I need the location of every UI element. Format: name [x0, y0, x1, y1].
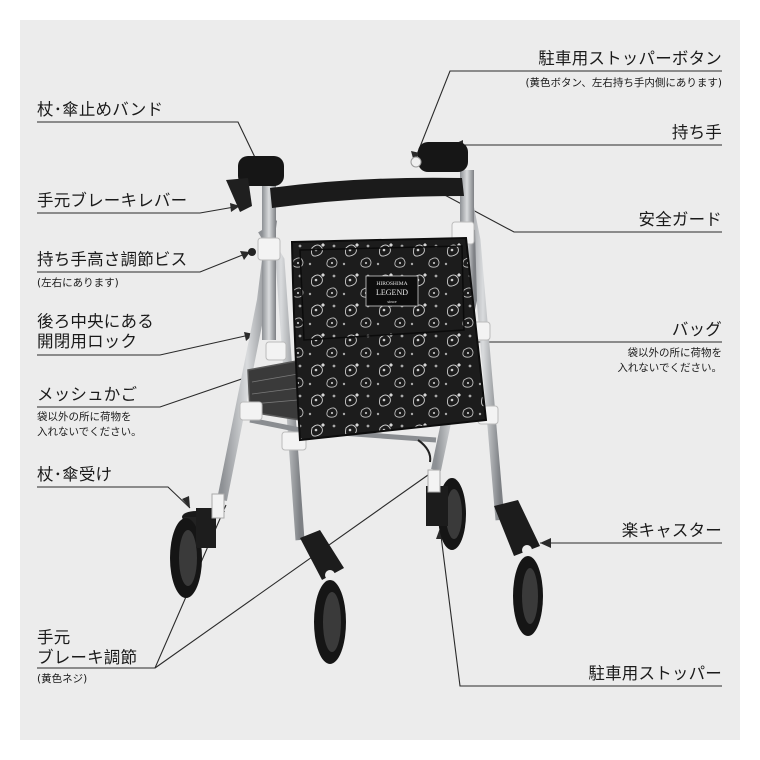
leader-brake-adj-2	[154, 474, 429, 669]
safety-guard-bar	[270, 177, 464, 208]
joint-left-mid	[265, 341, 287, 361]
label-height-screw-note: (左右にあります)	[37, 277, 119, 289]
arrow-height-screw	[240, 251, 250, 260]
leader-brake-lever	[37, 205, 241, 214]
bag-strap	[417, 439, 432, 463]
leader-parking-button	[413, 70, 722, 163]
label-guard: 安全ガード	[638, 210, 722, 229]
bag-logo-line2: LEGEND	[376, 288, 408, 297]
label-bag-note1: 袋以外の所に荷物を	[627, 347, 723, 359]
label-lock-line1: 後ろ中央にある	[37, 312, 154, 331]
joint-left-low	[239, 401, 263, 421]
label-cane-holder: 杖･傘受け	[37, 465, 113, 484]
leader-height-screw	[37, 251, 251, 273]
leader-mesh	[37, 371, 263, 408]
rear-right-wheel	[494, 500, 543, 636]
label-band: 杖･傘止めバンド	[37, 100, 164, 119]
label-handle: 持ち手	[671, 123, 722, 142]
label-brake-adj-note: (黄色ネジ)	[37, 673, 88, 685]
bag-logo-line1: HIROSHIMA	[376, 281, 407, 287]
label-parking-stopper: 駐車用ストッパー	[588, 664, 722, 683]
label-lock-line2: 開閉用ロック	[37, 332, 138, 351]
bag-logo-line3: since	[387, 299, 396, 304]
label-parking-button-note: (黄色ボタン、左右持ち手内側にあります)	[525, 77, 722, 89]
label-brake-lever: 手元ブレーキレバー	[37, 191, 188, 210]
parking-button	[410, 156, 422, 168]
label-bag: バッグ	[671, 320, 722, 339]
wheels	[170, 469, 543, 664]
handle-assembly	[226, 142, 468, 256]
height-screw	[248, 248, 256, 256]
label-parking-button: 駐車用ストッパーボタン	[538, 49, 722, 68]
rear-left-wheel	[300, 530, 346, 664]
label-mesh-note1: 袋以外の所に荷物を	[37, 411, 132, 423]
label-mesh-note2: 入れないでください。	[37, 426, 142, 438]
leader-cane-holder	[37, 486, 191, 509]
bag: HIROSHIMA LEGEND since	[290, 236, 488, 463]
leader-guard	[425, 184, 722, 233]
label-mesh: メッシュかご	[37, 385, 138, 404]
arrow-cane	[182, 496, 190, 508]
label-caster: 楽キャスター	[621, 521, 722, 540]
bag-logo-tag	[365, 275, 419, 307]
leader-band	[37, 121, 263, 173]
joint-left-top	[257, 237, 281, 261]
brake-lever	[226, 178, 252, 212]
front-right-wheel	[426, 469, 466, 550]
left-handle-grip	[238, 156, 284, 186]
leader-lines	[37, 70, 722, 687]
arrow-caster	[540, 538, 551, 548]
label-brake-adj-line1: 手元	[37, 628, 71, 647]
leader-lock	[37, 333, 255, 356]
leader-parking-stopper	[439, 527, 722, 687]
front-left-wheel	[170, 493, 225, 598]
label-brake-adj-line2: ブレーキ調節	[37, 648, 138, 667]
label-height-screw: 持ち手高さ調節ビス	[37, 250, 188, 269]
label-bag-note2: 入れないでください。	[617, 362, 722, 374]
right-handle-grip	[418, 142, 468, 172]
